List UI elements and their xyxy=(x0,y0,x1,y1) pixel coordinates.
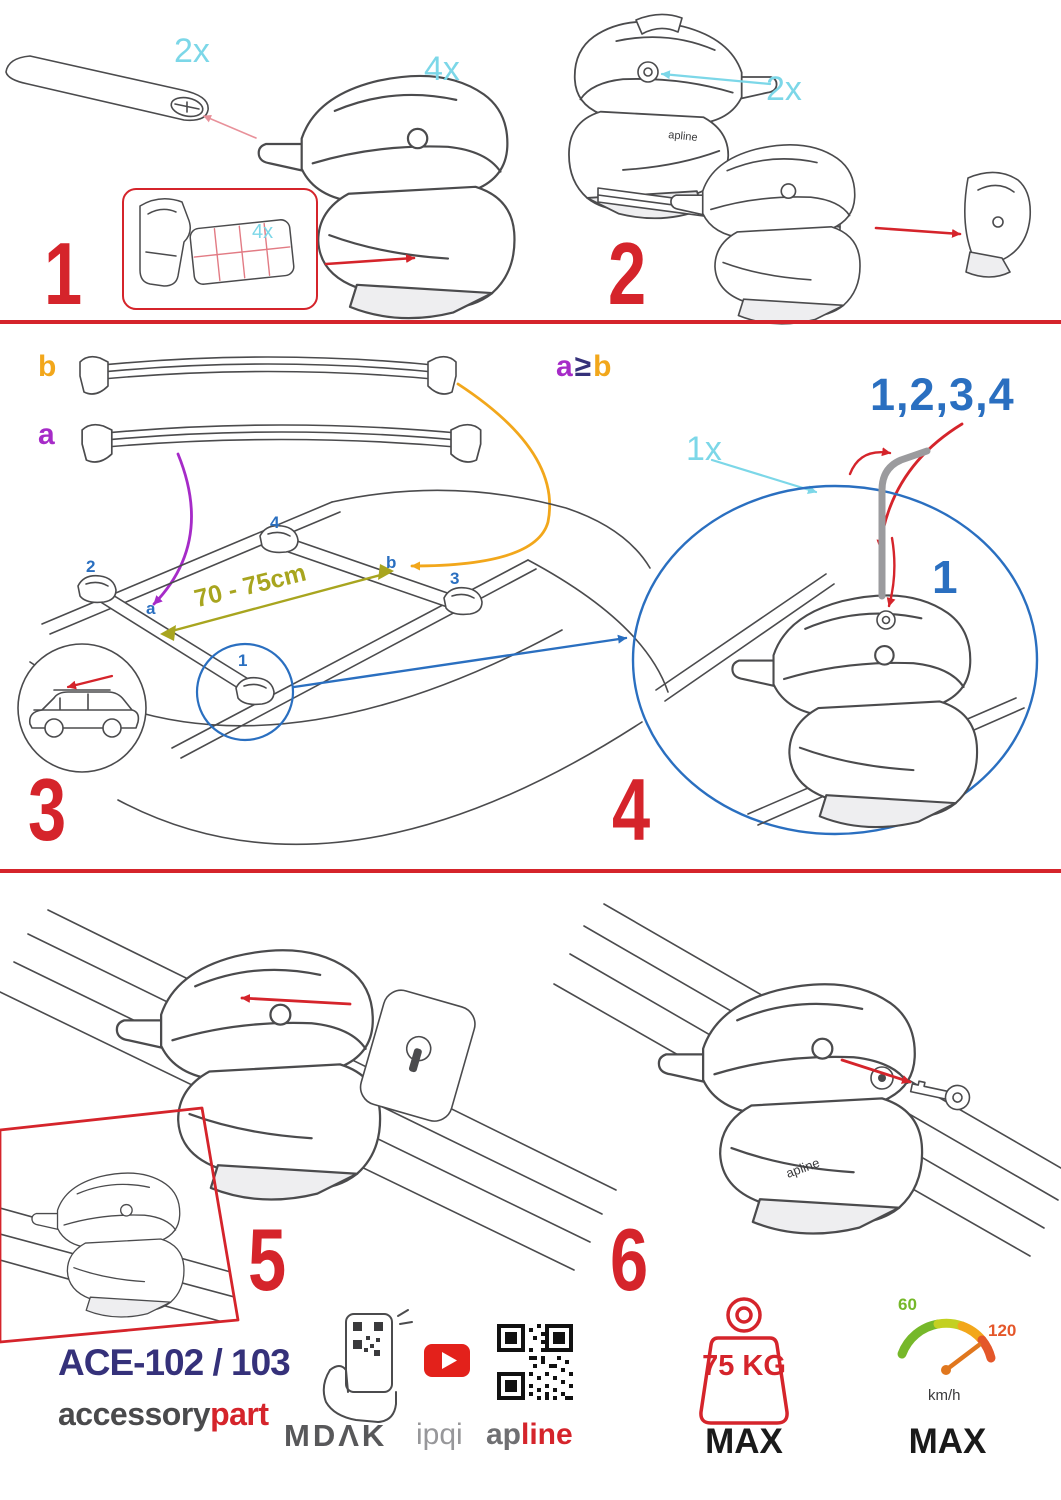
step2-number: 2 xyxy=(608,224,646,323)
detail-callout-ellipse xyxy=(631,484,1039,836)
apline-logo: apline xyxy=(486,1420,573,1450)
tighten-step-label: 1 xyxy=(932,551,958,603)
end-cap-drawing xyxy=(964,171,1032,278)
car-inset-drawing xyxy=(17,643,147,773)
arrow-red-bolt xyxy=(886,536,896,608)
step2-drawing: apline xyxy=(568,13,1032,325)
speedometer-icon xyxy=(897,1318,996,1375)
bar-b-label: b xyxy=(38,350,57,383)
crossbar-b-drawing xyxy=(79,355,457,395)
speed-unit-label: km/h xyxy=(928,1387,961,1404)
condition-label: a ≥ b xyxy=(556,352,611,382)
speedometer-needle xyxy=(943,1342,982,1373)
lock-cover-drawing xyxy=(359,989,476,1122)
weight-max-label: MAX xyxy=(705,1422,783,1461)
brand-logo: accessorypart xyxy=(58,1398,269,1430)
step6-drawing: apline xyxy=(553,903,1061,1257)
step1-bar-qty: 2x xyxy=(174,32,210,70)
condition-a: a xyxy=(556,350,573,383)
tighten-sequence-label: 1,2,3,4 xyxy=(870,369,1015,420)
mdak-logo: MDΛK xyxy=(284,1418,388,1453)
condition-operator: ≥ xyxy=(574,350,592,383)
rubber-pad-inset-box xyxy=(122,188,318,310)
roof-label-b: b xyxy=(386,553,397,572)
qr-code-icon xyxy=(497,1324,573,1400)
step3-drawing xyxy=(17,355,669,846)
divider-line-2 xyxy=(0,869,1061,873)
arrow-red-sequence xyxy=(876,422,964,550)
crossbar-a-drawing xyxy=(81,423,482,463)
detail-foot-drawing xyxy=(655,447,1025,829)
arrow-cyan-bolt xyxy=(660,70,772,86)
roof-label-2: 2 xyxy=(86,557,96,576)
roof-label-4: 4 xyxy=(270,513,280,532)
roof-label-a: a xyxy=(146,599,156,618)
roof-label-3: 3 xyxy=(450,569,460,588)
apline-second: line xyxy=(521,1418,573,1451)
speed-max-label: MAX xyxy=(908,1422,987,1461)
arrow-red-car xyxy=(66,674,114,690)
arrow-blue-callout xyxy=(292,634,628,689)
step5-number: 5 xyxy=(248,1210,286,1309)
pointer-pink-bar xyxy=(203,115,257,139)
step4-key-qty: 1x xyxy=(686,430,722,468)
step1-drawing xyxy=(5,55,516,320)
arrow-orange-b xyxy=(410,382,551,571)
installed-foot-inset-drawing xyxy=(0,1172,238,1325)
step4-number: 4 xyxy=(612,760,650,859)
brand-second: part xyxy=(210,1396,269,1432)
step4-drawing xyxy=(631,422,1039,836)
condition-b: b xyxy=(593,350,612,383)
ipqi-logo: ipqi xyxy=(416,1418,463,1451)
foot1-callout-circle xyxy=(195,642,295,742)
brand-first: accessory xyxy=(58,1396,211,1432)
arrow-cyan-key xyxy=(710,458,818,494)
speed-low-label: 60 xyxy=(898,1295,917,1314)
step1-number: 1 xyxy=(44,224,82,323)
step6-number: 6 xyxy=(610,1210,648,1309)
weight-limit-label: 75 KG xyxy=(702,1350,786,1382)
foot-brand-text: apline xyxy=(668,129,698,144)
divider-line-1 xyxy=(0,320,1061,324)
model-number: ACE-102 / 103 xyxy=(58,1342,291,1383)
step5-drawing xyxy=(0,909,617,1344)
speed-high-label: 120 xyxy=(988,1321,1017,1340)
arrow-red-cap xyxy=(874,226,962,238)
foot-drawing xyxy=(115,949,382,1201)
apline-first: ap xyxy=(486,1418,522,1451)
key-drawing xyxy=(908,1075,973,1113)
distance-arrow xyxy=(160,564,394,641)
bar-a-label: a xyxy=(38,418,55,451)
arrow-red-key xyxy=(840,1058,912,1084)
step3-number: 3 xyxy=(28,760,66,859)
step2-bolt-qty: 2x xyxy=(766,70,802,108)
rubber-pad-drawing xyxy=(139,198,295,287)
youtube-icon xyxy=(424,1344,470,1377)
arrow-purple-a xyxy=(152,452,193,606)
phone-scan-icon xyxy=(322,1309,413,1423)
roof-label-1: 1 xyxy=(238,651,248,670)
arrow-red-rotate xyxy=(848,447,892,476)
foot-lock-drawing: apline xyxy=(657,983,924,1235)
arrow-red-cover xyxy=(240,993,352,1006)
inset-red-frame xyxy=(0,1106,240,1344)
allen-key-drawing xyxy=(878,447,931,600)
step1-pad-qty: 4x xyxy=(252,221,274,243)
crossbar-profile-drawing xyxy=(5,55,209,122)
foot-open-cap-drawing: apline xyxy=(568,13,778,220)
arrow-red-pads xyxy=(324,254,416,266)
max-weight-icon xyxy=(699,1297,789,1425)
step1-foot-qty: 4x xyxy=(424,50,460,88)
bar-foot-assembly-drawing xyxy=(597,143,861,325)
